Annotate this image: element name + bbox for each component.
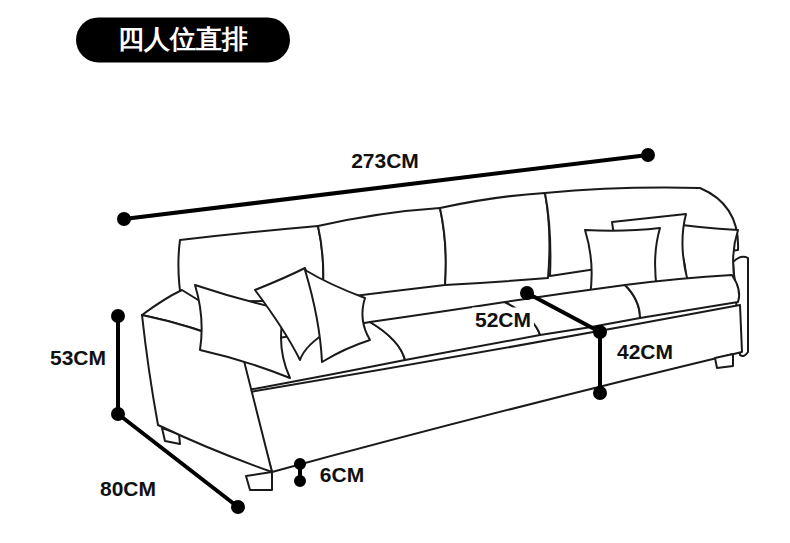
sofa-leg <box>246 472 272 490</box>
dimension-label: 42CM <box>614 339 676 364</box>
dimension-dot <box>595 327 605 337</box>
pillow <box>305 270 370 362</box>
dimension-dot <box>233 502 243 512</box>
dimension-line <box>598 332 602 393</box>
sofa-leg <box>715 354 733 368</box>
back-cushion <box>440 193 549 285</box>
dimension-line <box>116 316 120 414</box>
dimension-dot <box>522 288 532 298</box>
dimension-label: 80CM <box>97 476 159 501</box>
dimension-dot <box>296 477 304 485</box>
dimension-dot <box>296 460 304 468</box>
sofa-drawing <box>142 188 748 490</box>
dimension-dot <box>113 311 123 321</box>
dimension-dot <box>643 150 653 160</box>
dimension-dot <box>119 214 129 224</box>
dimension-label: 53CM <box>47 345 109 370</box>
dimension-label: 6CM <box>317 462 367 487</box>
title-text: 四人位直排 <box>118 24 248 54</box>
dimension-label: 52CM <box>472 307 534 332</box>
dimension-lines <box>113 150 653 512</box>
dimension-dot <box>595 388 605 398</box>
dimension-label: 273CM <box>348 148 422 173</box>
dimension-line <box>527 293 600 332</box>
title-pill: 四人位直排 <box>76 17 290 62</box>
